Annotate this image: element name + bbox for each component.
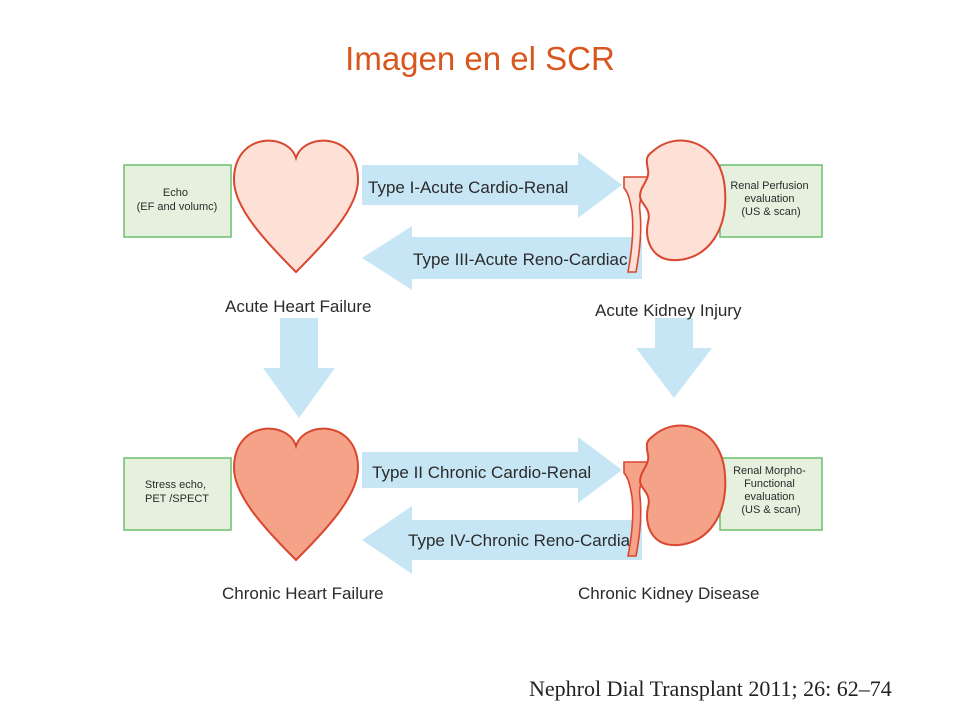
type3-arrow: Type III-Acute Reno-Cardiac — [362, 226, 642, 290]
echo-box: Echo (EF and volumc) — [123, 164, 232, 238]
heart-down-arrow — [263, 318, 335, 418]
chronic-kidney-label: Chronic Kidney Disease — [578, 584, 759, 603]
type1-label: Type I-Acute Cardio-Renal — [368, 178, 568, 197]
kidney-icon — [623, 424, 727, 557]
page-title: Imagen en el SCR — [345, 40, 615, 77]
heart-icon — [233, 139, 359, 273]
svg-text:Stress echo, PET /SPECT: Stress echo, PET /SPECT — [145, 479, 209, 505]
echo-box-line: (EF and volumc) — [137, 201, 218, 213]
kidney-down-arrow — [636, 318, 712, 398]
renal-morpho-line: (US & scan) — [741, 504, 800, 516]
renal-perfusion-line: (US & scan) — [741, 206, 800, 218]
type1-arrow: Type I-Acute Cardio-Renal — [362, 152, 622, 218]
type2-label: Type II Chronic Cardio-Renal — [372, 463, 591, 482]
renal-morpho-line: Functional — [744, 478, 795, 490]
renal-morpho-line: evaluation — [744, 491, 794, 503]
svg-text:Renal Morpho- Functional: Renal Morpho- Functional evaluation (US … — [733, 465, 809, 516]
renal-perfusion-line: evaluation — [744, 193, 794, 205]
acute-kidney-label: Acute Kidney Injury — [595, 301, 742, 320]
svg-text:Echo (EF and volumc): Echo (EF and volumc) — [137, 187, 218, 213]
kidney-icon — [623, 139, 727, 273]
chronic-heart-label: Chronic Heart Failure — [222, 584, 384, 603]
renal-morpho-box: Renal Morpho- Functional evaluation (US … — [719, 457, 823, 531]
renal-morpho-line: Renal Morpho- — [733, 465, 806, 477]
type4-label: Type IV-Chronic Reno-Cardiac — [408, 531, 639, 550]
stress-echo-box: Stress echo, PET /SPECT — [123, 457, 232, 531]
echo-box-line: Echo — [163, 187, 188, 199]
citation: Nephrol Dial Transplant 2011; 26: 62–74 — [529, 676, 892, 701]
type4-arrow: Type IV-Chronic Reno-Cardiac — [362, 506, 642, 574]
stress-echo-line: Stress echo, — [145, 479, 206, 491]
acute-heart-label: Acute Heart Failure — [225, 297, 371, 316]
svg-text:Renal Perfusion evaluati: Renal Perfusion evaluation (US & scan) — [730, 180, 811, 218]
type3-label: Type III-Acute Reno-Cardiac — [413, 250, 628, 269]
stress-echo-line: PET /SPECT — [145, 493, 209, 505]
type2-arrow: Type II Chronic Cardio-Renal — [362, 437, 622, 503]
heart-icon — [233, 427, 359, 561]
renal-perfusion-line: Renal Perfusion — [730, 180, 808, 192]
renal-perfusion-box: Renal Perfusion evaluation (US & scan) — [719, 164, 823, 238]
